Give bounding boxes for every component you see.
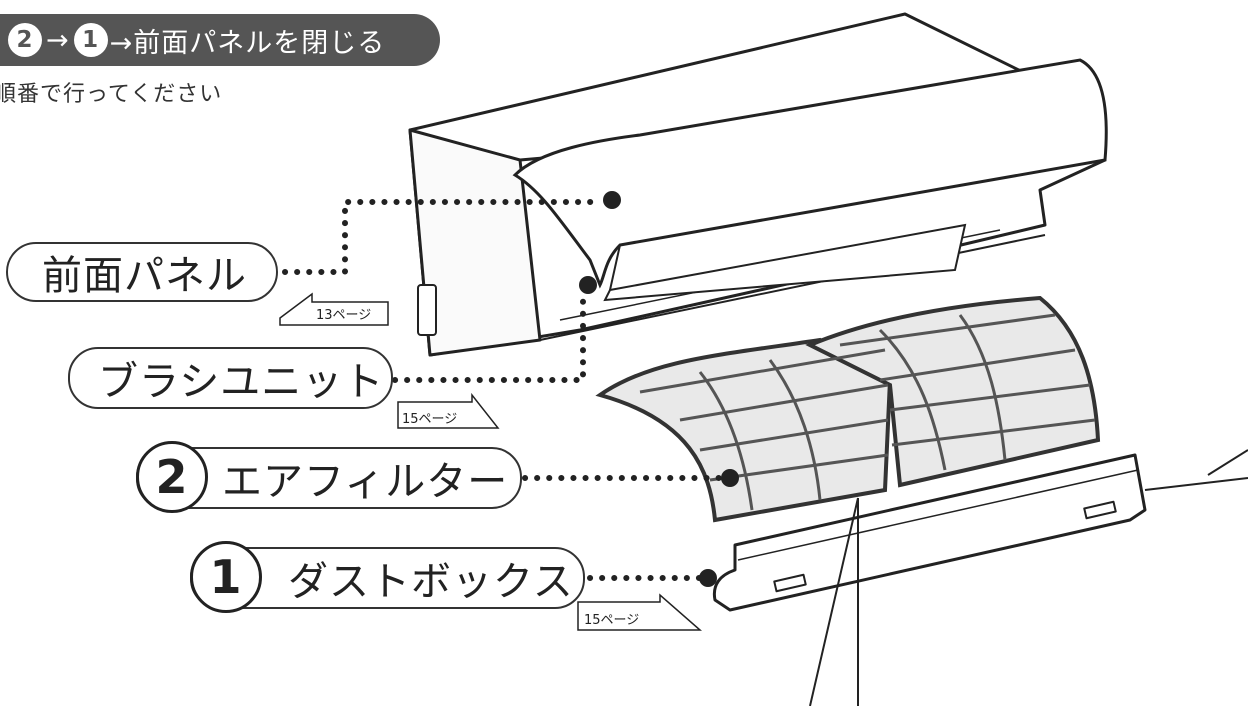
header-arrow: → (46, 24, 70, 56)
brush-unit-point (579, 276, 597, 294)
callout-dotted-lines (282, 199, 723, 581)
dust-box-label: 1 ダストボックス (190, 541, 585, 613)
brush-unit-page-ref: 15ページ (402, 412, 458, 427)
dust-box-label-text: ダストボックス (288, 559, 574, 605)
header-tail-text: →前面パネルを閉じる (109, 27, 386, 59)
air-filter-label: 2 エアフィルター (136, 441, 522, 513)
procedure-header: 2 → 1 →前面パネルを閉じる (0, 14, 440, 66)
instruction-text: 順番で行ってください (0, 82, 223, 107)
air-filter-shape (595, 295, 1101, 523)
brush-unit-label-text: ブラシユニット (98, 359, 385, 405)
dust-box-number-badge: 1 (190, 541, 262, 613)
step-1-badge: 1 (73, 23, 108, 57)
front-panel-page-ref: 13ページ (316, 308, 372, 323)
step-2-badge: 2 (8, 23, 42, 57)
leader-lines (809, 449, 1248, 706)
front-panel-label-text: 前面パネル (42, 253, 247, 299)
dust-box-shape (712, 453, 1147, 612)
front-panel-shape (512, 58, 1108, 302)
front-panel-point (603, 191, 621, 209)
page-ref-arrows (279, 292, 702, 631)
air-filter-label-text: エアフィルター (222, 459, 509, 505)
dust-box-page-ref: 15ページ (584, 613, 640, 628)
brush-unit-label: ブラシユニット (68, 347, 393, 409)
air-filter-number-badge: 2 (136, 441, 208, 513)
air-filter-point (721, 469, 739, 487)
dust-box-point (699, 569, 717, 587)
front-panel-label: 前面パネル (6, 242, 278, 302)
